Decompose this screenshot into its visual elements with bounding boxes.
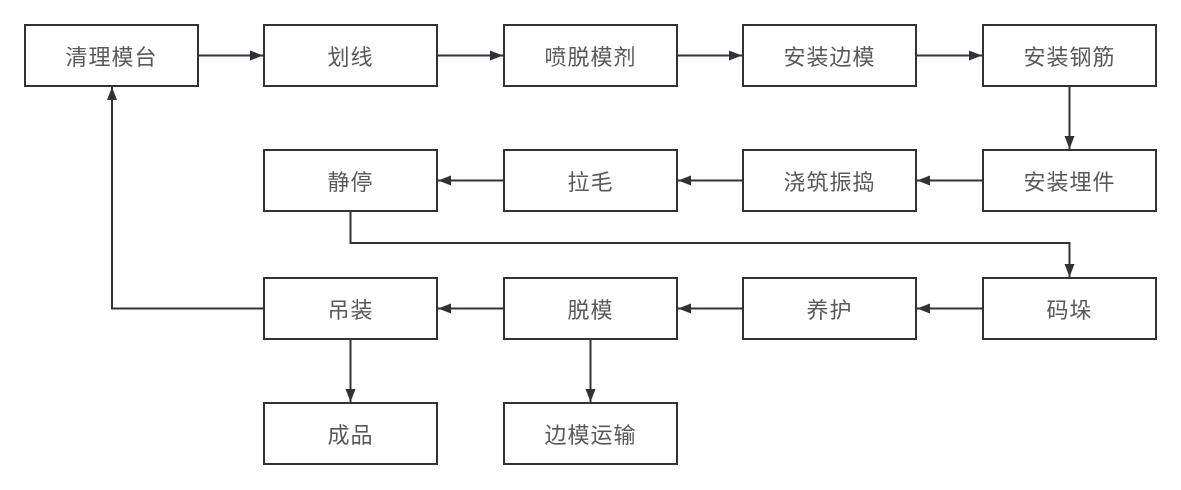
node-anzhuang-maijian: 安装埋件 [982,149,1157,212]
node-lamao: 拉毛 [503,149,678,212]
node-anzhuang-gangjin: 安装钢筋 [982,24,1157,87]
node-jingting: 静停 [263,149,438,212]
edge-jingting-to-maduo [349,212,1075,277]
node-qingli-motai: 清理模台 [24,24,199,87]
node-yanghu: 养护 [742,277,917,340]
node-huaxian: 划线 [263,24,438,87]
node-bianmo-yunshu: 边模运输 [503,402,678,465]
node-jiaozhu-zhendao: 浇筑振捣 [742,149,917,212]
node-pen-tuomoji: 喷脱模剂 [503,24,678,87]
node-tuomo: 脱模 [503,277,678,340]
node-maduo: 码垛 [982,277,1157,340]
node-chengpin: 成品 [263,402,438,465]
node-diaozhuang: 吊装 [263,277,438,340]
node-anzhuang-bianmo: 安装边模 [742,24,917,87]
edge-diaozhuang-to-qingli-motai [107,87,263,310]
